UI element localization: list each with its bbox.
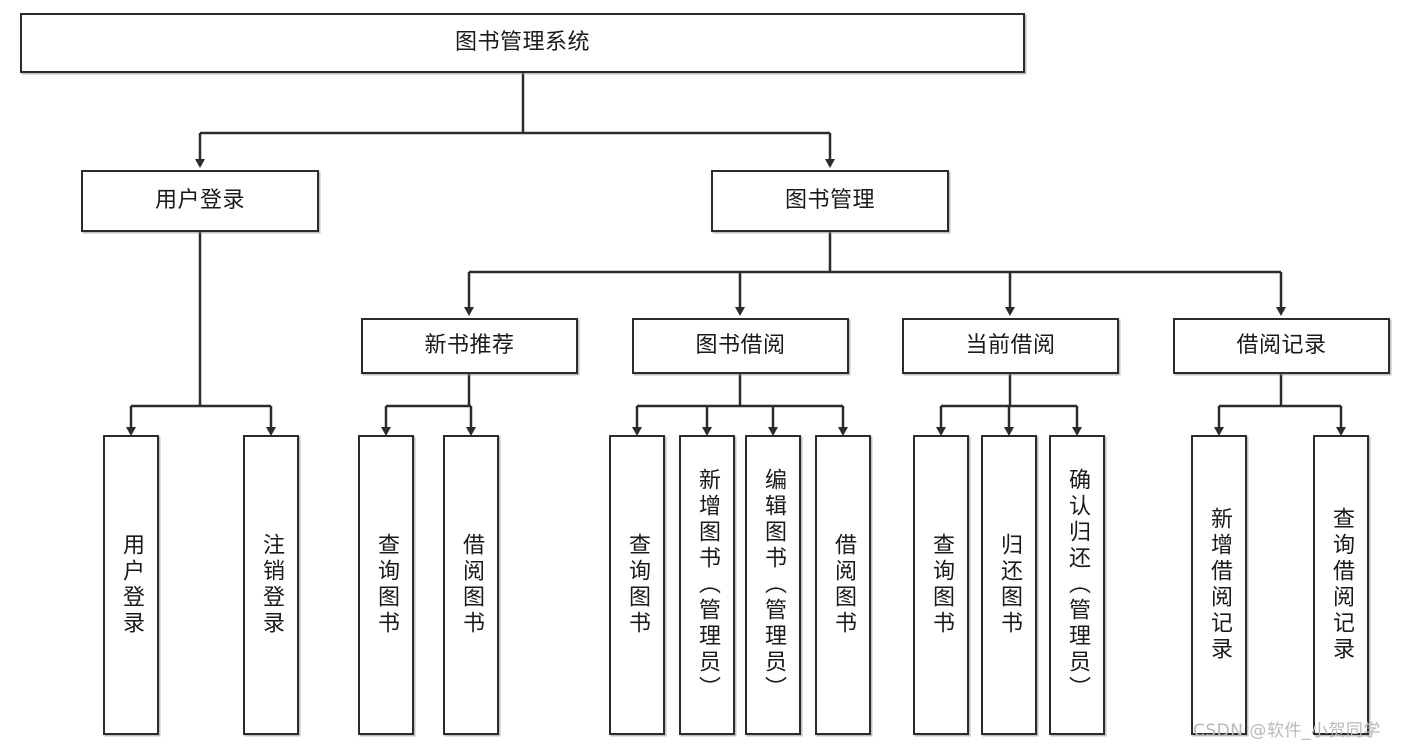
leaf-book-borrow-edit-book-admin[interactable]: 编辑图书（管理员） (745, 435, 801, 735)
leaf-new-book-query-book[interactable]: 查询图书 (358, 435, 414, 735)
node-label: 查询图书 (928, 533, 954, 637)
node-label: 确认归还（管理员） (1064, 468, 1090, 702)
leaf-borrow-record-add-record[interactable]: 新增借阅记录 (1191, 435, 1247, 735)
node-label: 借阅记录 (1236, 333, 1327, 359)
node-label: 用户登录 (118, 533, 144, 637)
node-label: 借阅图书 (458, 533, 484, 637)
node-new-book-recommend[interactable]: 新书推荐 (361, 318, 578, 374)
node-label: 借阅图书 (830, 533, 856, 637)
node-label: 图书管理系统 (454, 30, 590, 56)
node-label: 查询图书 (373, 533, 399, 637)
node-label: 图书借阅 (695, 333, 786, 359)
node-current-borrow[interactable]: 当前借阅 (902, 318, 1119, 374)
leaf-book-borrow-add-book-admin[interactable]: 新增图书（管理员） (679, 435, 735, 735)
leaf-borrow-record-query-record[interactable]: 查询借阅记录 (1313, 435, 1369, 735)
node-root-book-management-system[interactable]: 图书管理系统 (20, 13, 1025, 73)
leaf-new-book-borrow-book[interactable]: 借阅图书 (443, 435, 499, 735)
node-borrow-record[interactable]: 借阅记录 (1173, 318, 1390, 374)
node-label: 新书推荐 (424, 333, 515, 359)
node-label: 查询借阅记录 (1328, 507, 1354, 663)
leaf-book-borrow-query-book[interactable]: 查询图书 (609, 435, 665, 735)
node-label: 归还图书 (996, 533, 1022, 637)
node-book-borrow[interactable]: 图书借阅 (632, 318, 849, 374)
node-label: 用户登录 (154, 188, 245, 214)
node-label: 当前借阅 (965, 333, 1056, 359)
leaf-current-borrow-query-book[interactable]: 查询图书 (913, 435, 969, 735)
node-label: 编辑图书（管理员） (760, 468, 786, 702)
node-label: 新增图书（管理员） (694, 468, 720, 702)
node-label: 图书管理 (784, 188, 875, 214)
leaf-user-login-logout[interactable]: 注销登录 (243, 435, 299, 735)
node-book-management[interactable]: 图书管理 (711, 170, 949, 232)
node-label: 新增借阅记录 (1206, 507, 1232, 663)
leaf-current-borrow-confirm-return-admin[interactable]: 确认归还（管理员） (1049, 435, 1105, 735)
leaf-current-borrow-return-book[interactable]: 归还图书 (981, 435, 1037, 735)
node-label: 注销登录 (258, 533, 284, 637)
node-user-login[interactable]: 用户登录 (81, 170, 319, 232)
watermark-text: CSDN @软件_小贺同学 (1193, 721, 1381, 741)
leaf-user-login-login[interactable]: 用户登录 (103, 435, 159, 735)
node-label: 查询图书 (624, 533, 650, 637)
leaf-book-borrow-borrow-book[interactable]: 借阅图书 (815, 435, 871, 735)
